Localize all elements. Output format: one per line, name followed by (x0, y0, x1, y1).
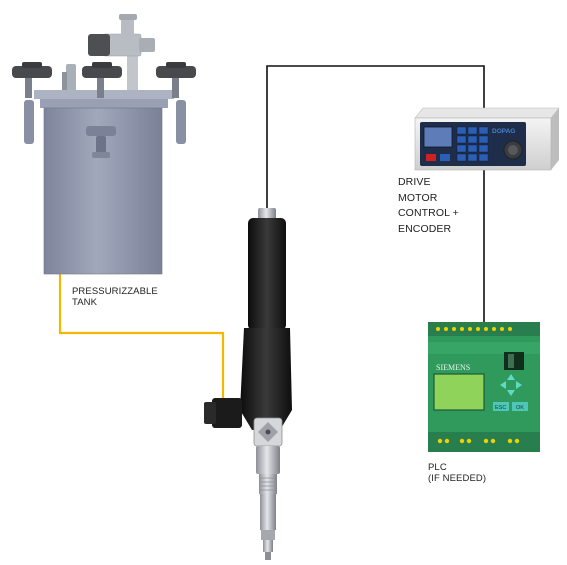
plc-label-line: PLC (428, 462, 447, 473)
fluid-line (58, 272, 225, 400)
tank-label: PRESSURIZZABLE TANK (72, 286, 158, 308)
plc-brand: SIEMENS (436, 363, 470, 372)
pressurizable-tank (12, 14, 196, 275)
controller-brand: DOPAG (492, 128, 515, 135)
plc-label-line: (IF NEEDED) (428, 473, 487, 484)
drive-label-line: CONTROL + (398, 207, 459, 219)
signal-lines (266, 65, 485, 322)
plc-label: PLC (IF NEEDED) (428, 462, 486, 484)
tank-label-line: TANK (72, 297, 98, 308)
drive-label: DRIVE MOTOR CONTROL + ENCODER (398, 175, 459, 237)
plc-module: SIEMENS ESC OK (428, 322, 540, 452)
clamp-knob-icon (156, 62, 196, 98)
dispensing-valve (204, 208, 292, 560)
plc-esc-key: ESC (495, 405, 506, 411)
motor-controller: DOPAG (414, 107, 560, 171)
plc-ok-key: OK (516, 405, 524, 411)
clamp-knob-icon (12, 62, 52, 98)
plc-nav-arrows-icon (500, 374, 522, 396)
tank-label-line: PRESSURIZZABLE (72, 286, 158, 297)
drive-label-line: DRIVE (398, 176, 431, 188)
clamp-knob-icon (82, 62, 122, 98)
drive-label-line: MOTOR (398, 191, 438, 204)
drive-label-line: ENCODER (398, 222, 452, 235)
